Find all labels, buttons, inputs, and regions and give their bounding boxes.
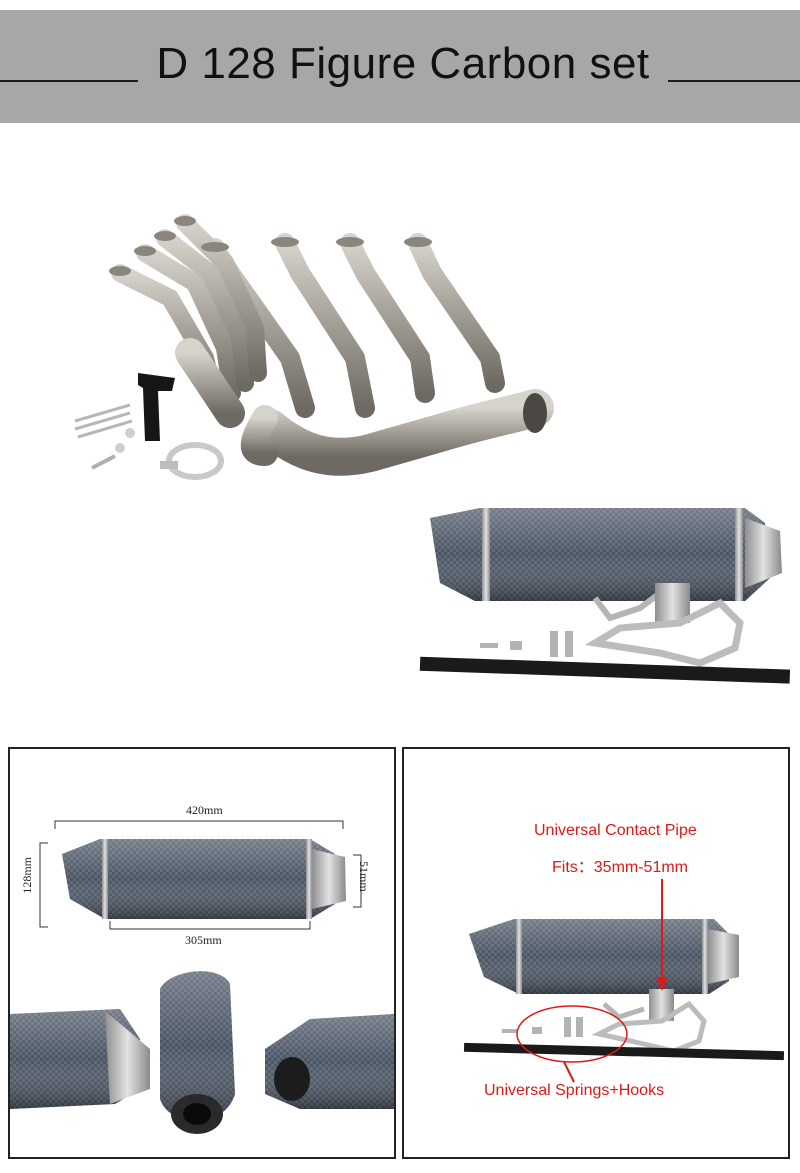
header-pipes [111,214,554,476]
detail-views [10,971,394,1134]
title-banner: D 128 Figure Carbon set [0,10,800,123]
mounting-hardware [74,373,224,480]
banner-rule-left [0,80,138,82]
diameter-dimension: 128mm [20,857,34,894]
length-dimension: 420mm [186,803,223,817]
contact-pipe-label: Universal Contact Pipe [534,822,697,839]
exhaust-set-illustration [74,214,791,684]
banner-rule-right [668,80,800,82]
springs-hooks-label: Universal Springs+Hooks [484,1082,665,1099]
dimensions-panel: 420mm 128mm 51mm 305mm [8,747,396,1159]
product-photo [0,123,800,733]
fits-label: Fits：35mm-51mm [552,859,689,876]
muffler-photo [419,508,791,684]
pipe-flanges [109,216,547,433]
fittings-panel: Universal Contact Pipe Fits：35mm-51mm Un… [402,747,790,1159]
outlet-dimension: 51mm [357,861,371,892]
dimension-drawing [10,820,394,1134]
banner-title: D 128 Figure Carbon set [156,39,650,88]
body-length-dimension: 305mm [185,933,222,947]
fittings-illustration [463,879,785,1083]
